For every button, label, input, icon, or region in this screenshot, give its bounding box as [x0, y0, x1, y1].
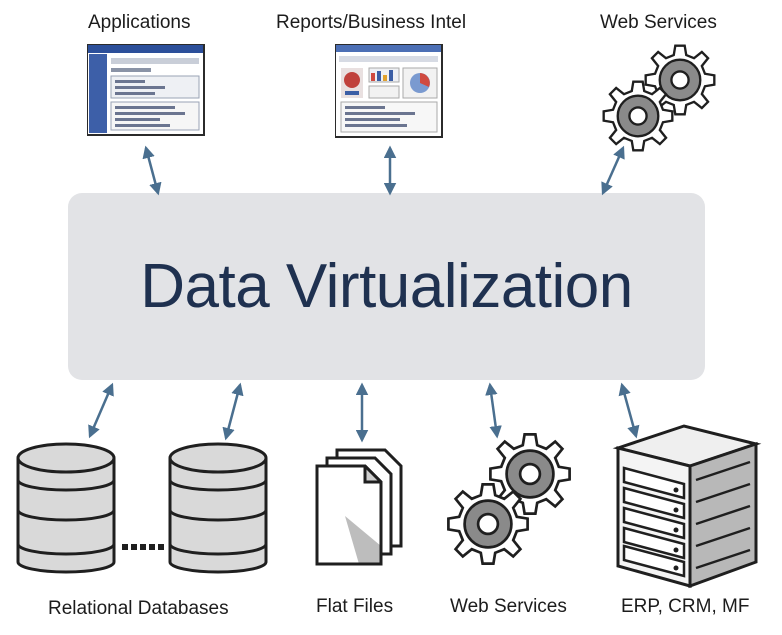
arrow-db-1 — [88, 382, 114, 439]
server-rack-icon — [612, 424, 762, 589]
consumer-label-reports: Reports/Business Intel — [276, 12, 467, 33]
arrow-top-web-services — [601, 145, 625, 196]
consumer-label-web-services: Web Services — [600, 12, 717, 33]
database-icon — [16, 442, 116, 574]
arrow-applications — [142, 145, 162, 196]
arrow-bottom-web-services — [485, 382, 502, 439]
source-label-web-services: Web Services — [450, 596, 567, 617]
arrow-db-2 — [222, 382, 244, 441]
data-virtualization-hub: Data Virtualization — [68, 193, 705, 380]
report-dashboard-icon — [335, 44, 443, 138]
consumer-label-applications: Applications — [88, 12, 191, 33]
hub-title: Data Virtualization — [140, 252, 633, 321]
gears-icon — [447, 433, 571, 565]
ellipsis-icon — [122, 544, 164, 550]
source-label-erp-crm-mf: ERP, CRM, MF — [621, 596, 750, 617]
documents-icon — [315, 448, 403, 566]
database-icon — [168, 442, 268, 574]
source-label-flat-files: Flat Files — [316, 596, 394, 617]
source-label-relational-databases: Relational Databases — [48, 598, 229, 619]
arrow-erp — [618, 382, 640, 439]
application-window-icon — [87, 44, 205, 136]
